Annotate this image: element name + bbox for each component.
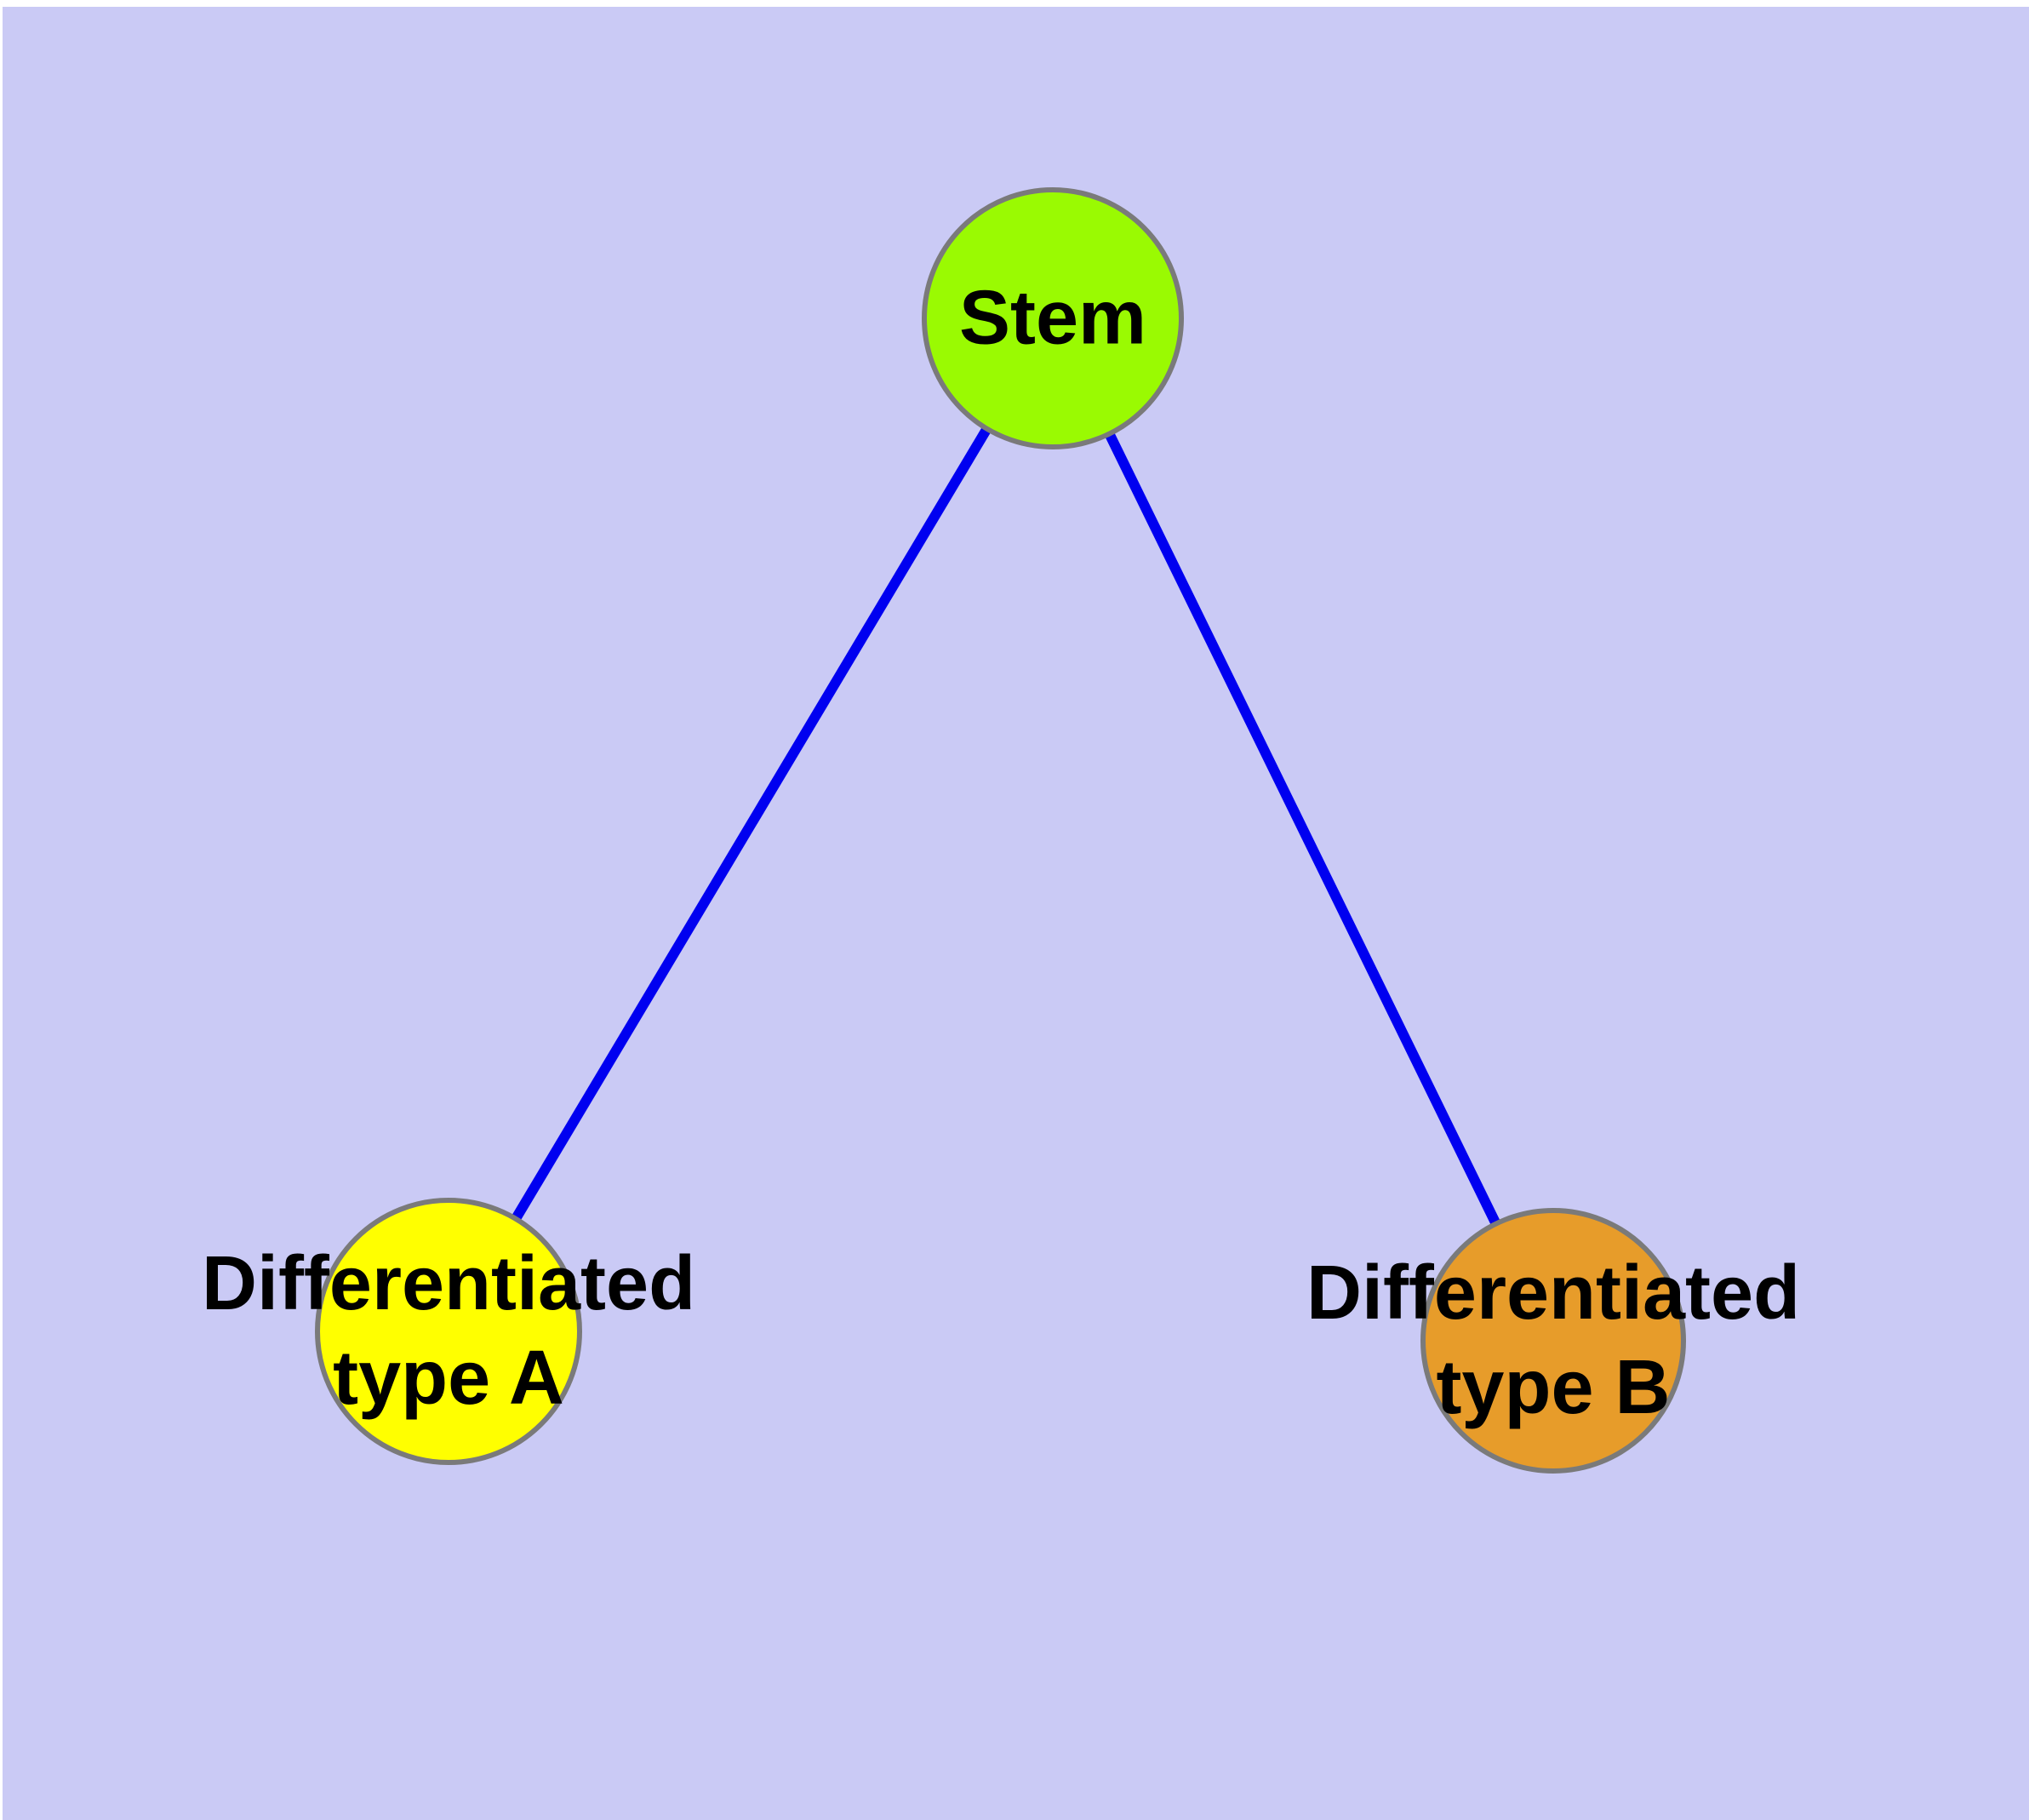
node-stem [922, 187, 1184, 449]
plot-margin-left [0, 0, 3, 1820]
node-differentiated-type-b [1420, 1208, 1686, 1474]
node-differentiated-type-a [315, 1198, 582, 1465]
edge-stem-to-differentiated-type-b [1048, 316, 1558, 1343]
edge-stem-to-differentiated-type-a [443, 315, 1058, 1335]
plot-margin-top [0, 0, 2029, 7]
